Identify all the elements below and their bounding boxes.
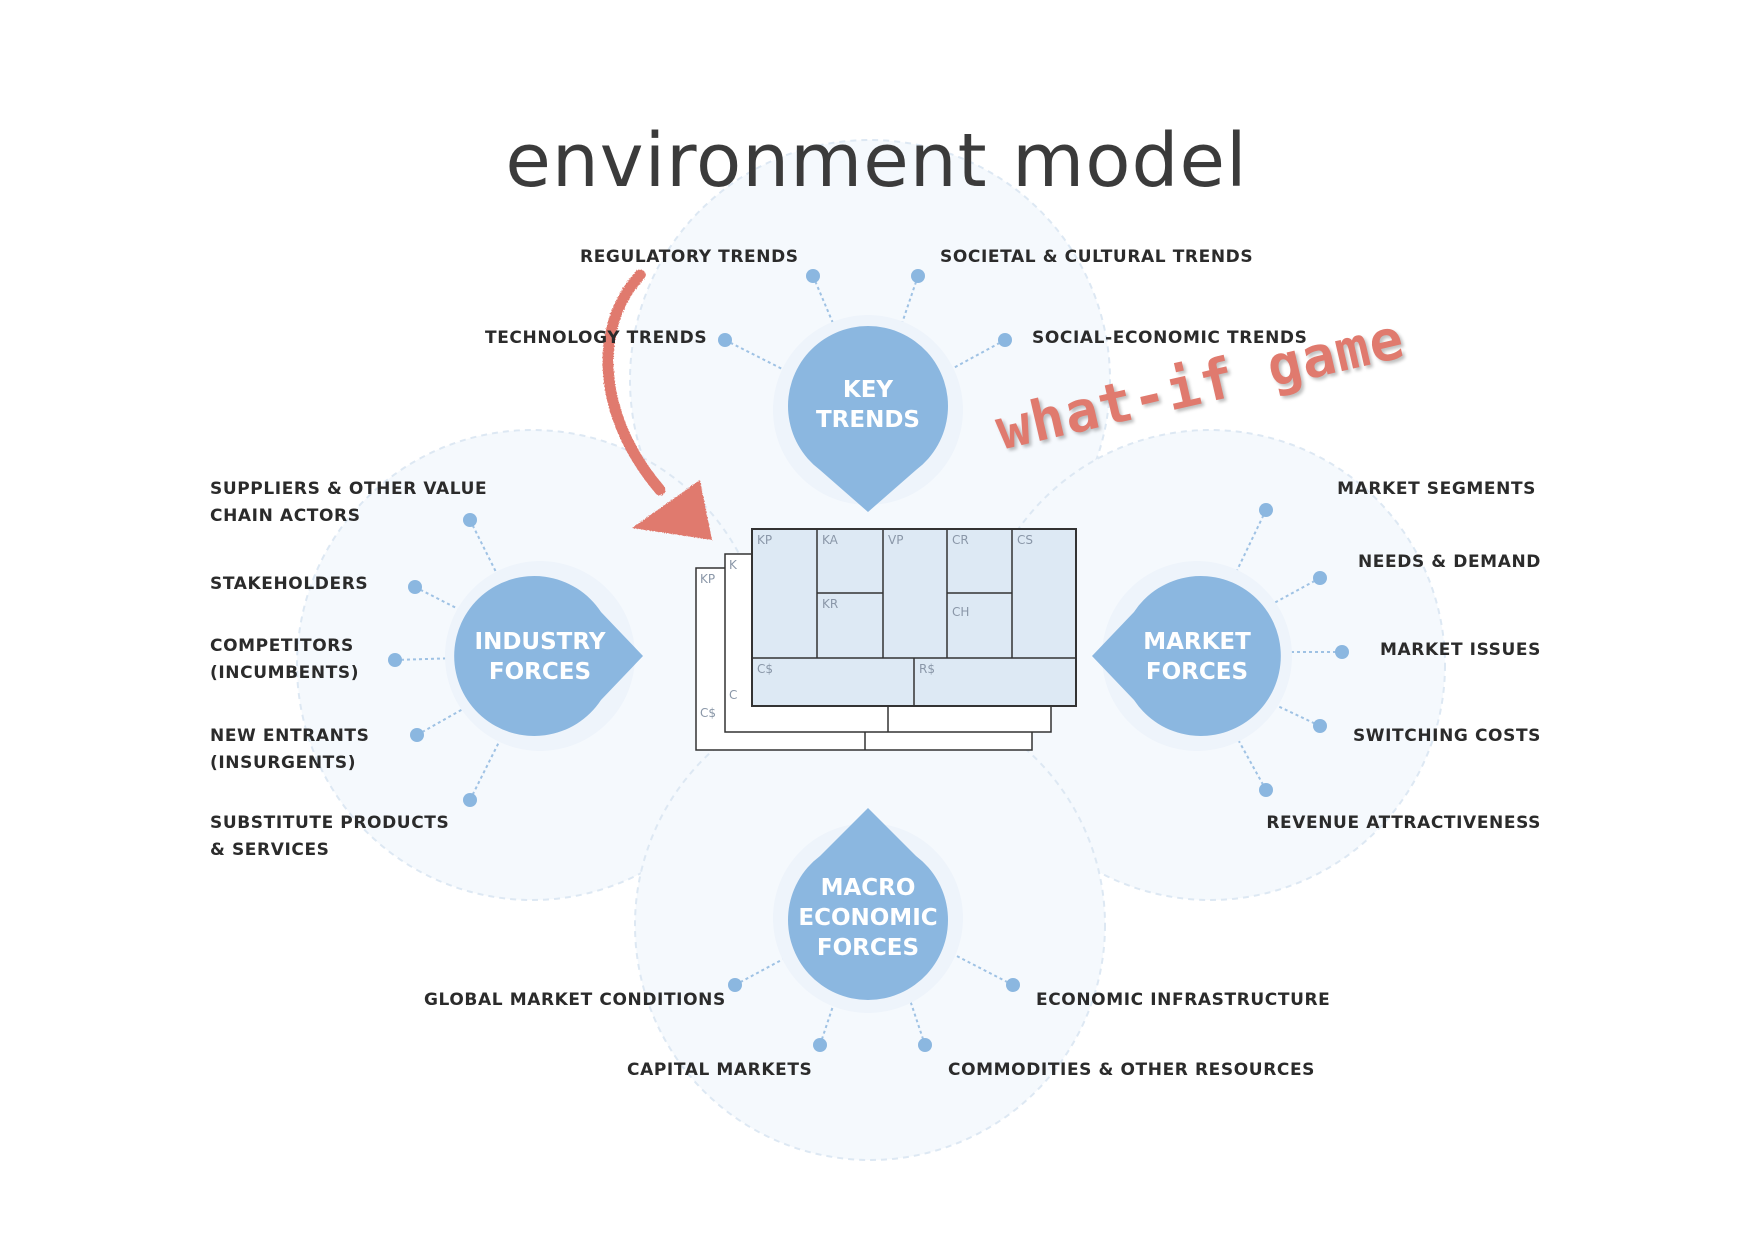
canvas-cell-cs: CS (1017, 533, 1033, 547)
label-societal-cultural-trends: SOCIETAL & CULTURAL TRENDS (940, 247, 1254, 267)
industry-forces-line-1: INDUSTRY (474, 629, 606, 655)
dot-issues[interactable] (1335, 645, 1349, 659)
label-competitors-line-2: (INCUMBENTS) (210, 663, 360, 683)
macro-forces-line-2: ECONOMIC (798, 905, 938, 931)
label-switching-costs: SWITCHING COSTS (1352, 726, 1541, 746)
dot-revenue[interactable] (1259, 783, 1273, 797)
canvas-cell-kr: KR (822, 597, 839, 611)
canvas-back-cell-k: K (729, 558, 737, 572)
canvas-cell-cost: C$ (757, 662, 774, 676)
market-forces-hub[interactable] (1092, 576, 1281, 736)
dot-suppliers[interactable] (463, 513, 477, 527)
canvas-back-cell-kp: KP (700, 572, 716, 586)
key-trends-line-1: KEY (842, 377, 894, 403)
macro-forces-label: MACRO ECONOMIC FORCES (788, 873, 948, 963)
label-economic-infrastructure: ECONOMIC INFRASTRUCTURE (1036, 990, 1331, 1010)
label-market-segments: MARKET SEGMENTS (1337, 479, 1536, 499)
connector-dots (388, 269, 1349, 1052)
key-trends-line-2: TRENDS (815, 407, 921, 433)
dot-switching[interactable] (1313, 719, 1327, 733)
canvas-cell-vp: VP (888, 533, 904, 547)
macro-forces-line-3: FORCES (816, 935, 920, 961)
label-social-economic-trends: SOCIAL-ECONOMIC TRENDS (1032, 328, 1308, 348)
industry-forces-label: INDUSTRY FORCES (460, 627, 620, 687)
label-global-market-conditions: GLOBAL MARKET CONDITIONS (424, 990, 726, 1010)
dot-societal[interactable] (911, 269, 925, 283)
label-new-entrants-line-2: (INSURGENTS) (210, 753, 357, 773)
label-competitors-line-1: COMPETITORS (210, 636, 354, 656)
key-trends-label: KEY TRENDS (788, 375, 948, 435)
industry-forces-line-2: FORCES (488, 659, 592, 685)
dot-new-entrants[interactable] (410, 728, 424, 742)
dot-capital[interactable] (813, 1038, 827, 1052)
dot-needs[interactable] (1313, 571, 1327, 585)
label-market-issues: MARKET ISSUES (1380, 640, 1541, 660)
label-new-entrants: NEW ENTRANTS (INSURGENTS) (210, 723, 369, 777)
canvas-cell-ch: CH (952, 605, 970, 619)
dot-competitors[interactable] (388, 653, 402, 667)
canvas-back-cell-cost: C$ (700, 706, 717, 720)
label-suppliers: SUPPLIERS & OTHER VALUE CHAIN ACTORS (210, 476, 487, 530)
label-substitutes-line-2: & SERVICES (210, 840, 330, 860)
dot-regulatory[interactable] (806, 269, 820, 283)
market-forces-line-2: FORCES (1145, 659, 1249, 685)
label-revenue-attractiveness: REVENUE ATTRACTIVENESS (1266, 813, 1541, 833)
dot-substitutes[interactable] (463, 793, 477, 807)
label-substitutes: SUBSTITUTE PRODUCTS & SERVICES (210, 810, 449, 864)
dot-technology[interactable] (718, 333, 732, 347)
label-new-entrants-line-1: NEW ENTRANTS (210, 726, 370, 746)
label-capital-markets: CAPITAL MARKETS (627, 1060, 813, 1080)
label-suppliers-line-2: CHAIN ACTORS (210, 506, 361, 526)
dot-global[interactable] (728, 978, 742, 992)
macro-forces-hub[interactable] (788, 808, 948, 1000)
market-forces-label: MARKET FORCES (1117, 627, 1277, 687)
dot-stakeholders[interactable] (408, 580, 422, 594)
label-suppliers-line-1: SUPPLIERS & OTHER VALUE (210, 479, 488, 499)
dot-commodities[interactable] (918, 1038, 932, 1052)
canvas-cell-revenue: R$ (919, 662, 935, 676)
macro-forces-line-1: MACRO (820, 875, 916, 901)
label-commodities: COMMODITIES & OTHER RESOURCES (948, 1060, 1316, 1080)
dot-segments[interactable] (1259, 503, 1273, 517)
label-technology-trends: TECHNOLOGY TRENDS (485, 328, 708, 348)
label-substitutes-line-1: SUBSTITUTE PRODUCTS (210, 813, 450, 833)
what-if-arrow (602, 269, 712, 540)
dot-economic[interactable] (1006, 978, 1020, 992)
label-competitors: COMPETITORS (INCUMBENTS) (210, 633, 359, 687)
canvas-cell-kp: KP (757, 533, 773, 547)
label-regulatory-trends: REGULATORY TRENDS (580, 247, 799, 267)
industry-forces-connectors (394, 519, 506, 801)
market-forces-line-1: MARKET (1143, 629, 1251, 655)
canvas-cell-ka: KA (822, 533, 838, 547)
canvas-cell-cr: CR (952, 533, 969, 547)
label-needs-demand: NEEDS & DEMAND (1357, 552, 1541, 572)
dot-social-economic[interactable] (998, 333, 1012, 347)
label-stakeholders: STAKEHOLDERS (210, 574, 369, 594)
canvas-back-cell-c: C (729, 688, 738, 702)
industry-forces-hub[interactable] (454, 575, 643, 736)
key-trends-hub[interactable] (788, 325, 948, 512)
page-title: environment model (505, 118, 1248, 204)
business-model-canvas (695, 528, 1077, 751)
